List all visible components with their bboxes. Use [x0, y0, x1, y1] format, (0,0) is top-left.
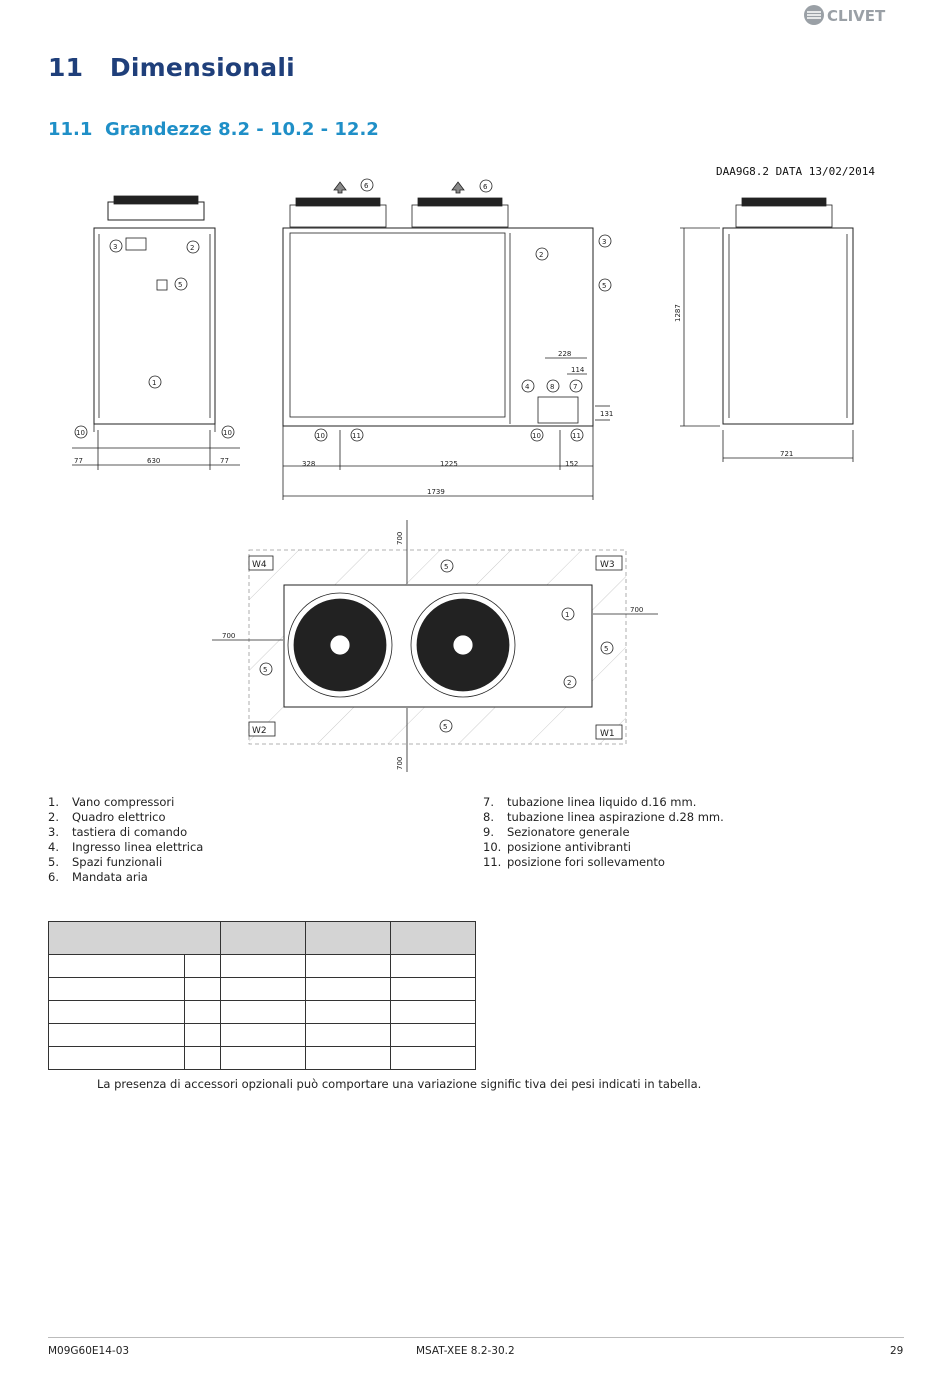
legend-item: 8.tubazione linea aspirazione d.28 mm. [483, 810, 724, 824]
svg-text:7: 7 [573, 383, 577, 391]
footer-doc-code: M09G60E14-03 [48, 1345, 130, 1357]
svg-text:10: 10 [76, 429, 85, 437]
dim-pipe-b: 114 [571, 366, 585, 374]
footer-model: MSAT-XEE 8.2-30.2 [416, 1345, 515, 1357]
table-header-row [48, 921, 476, 955]
svg-text:2: 2 [567, 679, 571, 687]
legend-left: 1.Vano compressori 2.Quadro elettrico 3.… [48, 795, 203, 885]
front-view: 328 1225 152 1739 228 114 131 6 6 2 3 5 4 8 7… [282, 178, 613, 500]
dim-front-right: 152 [565, 460, 578, 468]
table-row [48, 1046, 476, 1070]
clearance-top: 700 [396, 532, 404, 545]
svg-text:5: 5 [443, 723, 447, 731]
page-title: 11 Dimensionali [48, 53, 295, 82]
dim-depth: 721 [780, 450, 793, 458]
dim-front-offset: 328 [302, 460, 315, 468]
weight-point-w2: W2 [252, 726, 267, 736]
svg-text:10: 10 [316, 432, 325, 440]
svg-text:4: 4 [525, 383, 530, 391]
dim-right-foot: 77 [220, 457, 229, 465]
weight-point-w1: W1 [600, 729, 615, 739]
callout [74, 239, 235, 439]
side-view-left: 77 630 77 3 2 5 1 10 10 [72, 195, 240, 470]
legend-item: 6.Mandata aria [48, 870, 148, 884]
weight-point-w4: W4 [252, 560, 267, 570]
svg-text:2: 2 [190, 244, 194, 252]
svg-text:6: 6 [483, 183, 488, 191]
svg-text:10: 10 [223, 429, 232, 437]
dim-total-length: 1739 [427, 488, 445, 496]
svg-text:11: 11 [352, 432, 361, 440]
dim-left-foot: 77 [74, 457, 83, 465]
svg-text:3: 3 [113, 243, 117, 251]
legend-item: 10.posizione antivibranti [483, 840, 631, 854]
dim-pipe-c: 131 [600, 410, 613, 418]
dim-height: 1287 [674, 304, 682, 322]
legend-item: 3.tastiera di comando [48, 825, 188, 839]
svg-text:10: 10 [532, 432, 541, 440]
legend-item: 5.Spazi funzionali [48, 855, 163, 869]
svg-text:3: 3 [602, 238, 606, 246]
weights-table [48, 921, 476, 1070]
svg-text:5: 5 [444, 563, 448, 571]
section-title: 11.1 Grandezze 8.2 - 10.2 - 12.2 [48, 119, 379, 140]
clearance-left: 700 [222, 632, 235, 640]
page-number: 29 [890, 1345, 904, 1357]
svg-text:1: 1 [565, 611, 569, 619]
svg-text:5: 5 [602, 282, 606, 290]
logo-wordmark: CLIVET [827, 7, 886, 25]
table-row [48, 1000, 476, 1024]
legend-item: 1.Vano compressori [48, 795, 175, 809]
svg-text:6: 6 [364, 182, 369, 190]
legend-item: 7.tubazione linea liquido d.16 mm. [483, 795, 697, 809]
drawing-code: DAA9G8.2 DATA 13/02/2014 [716, 165, 875, 178]
table-row [48, 977, 476, 1001]
legend-item: 9.Sezionatore generale [483, 825, 630, 839]
svg-text:11: 11 [572, 432, 581, 440]
clearance-right: 700 [630, 606, 643, 614]
svg-text:1: 1 [152, 379, 156, 387]
dim-pipe-a: 228 [558, 350, 571, 358]
side-view-right: 1287 721 [674, 197, 854, 462]
legend-item: 2.Quadro elettrico [48, 810, 166, 824]
legend-item: 4.Ingresso linea elettrica [48, 840, 204, 854]
weight-point-w3: W3 [600, 560, 615, 570]
svg-text:5: 5 [263, 666, 267, 674]
legend-right: 7.tubazione linea liquido d.16 mm. 8.tub… [483, 795, 724, 870]
dim-front-span: 1225 [440, 460, 458, 468]
table-row [48, 954, 476, 978]
legend-item: 11.posizione fori sollevamento [483, 855, 665, 869]
svg-text:2: 2 [539, 251, 543, 259]
clearance-bottom: 700 [396, 757, 404, 770]
clivet-logo: CLIVET [804, 5, 886, 25]
table-row [48, 1023, 476, 1047]
svg-text:8: 8 [550, 383, 554, 391]
svg-text:5: 5 [178, 281, 182, 289]
table-note: La presenza di accessori opzionali può c… [97, 1077, 702, 1091]
footer-divider [48, 1337, 904, 1338]
svg-text:5: 5 [604, 645, 608, 653]
dim-side-width: 630 [147, 457, 160, 465]
top-view: W4 W3 W2 W1 700 700 700 700 5 5 5 5 1 2 [212, 520, 658, 772]
